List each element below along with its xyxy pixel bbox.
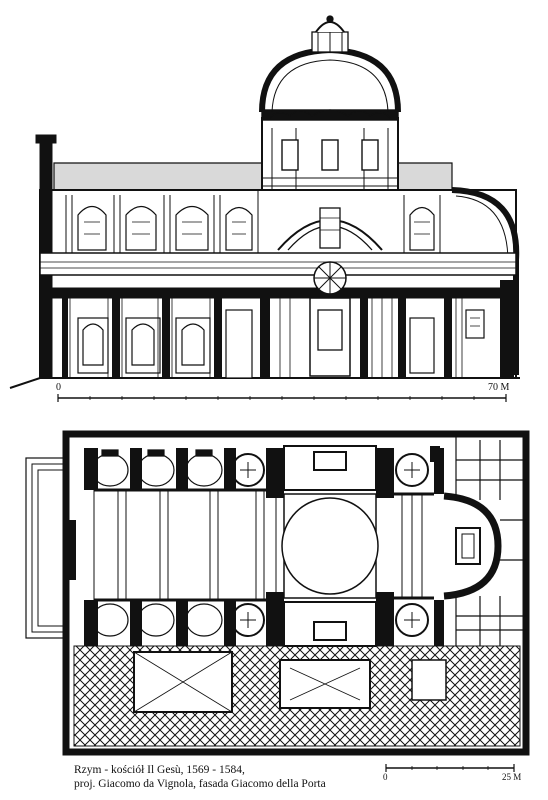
- lower-chapels: [77, 309, 485, 379]
- upper-pilasters: [65, 190, 441, 253]
- lower-columns: [62, 280, 514, 378]
- lower-cornice: [39, 287, 517, 299]
- nave-floor: [93, 489, 277, 601]
- ground-line: [9, 377, 520, 389]
- apse-plan: [443, 492, 502, 600]
- plan-scale-end: 25 M: [502, 772, 522, 782]
- section-scale-bar: [57, 394, 507, 402]
- longitudinal-section: [9, 15, 520, 389]
- clerestory-windows: [77, 205, 435, 251]
- crossing: [277, 207, 383, 377]
- plan-scale-start: 0: [383, 772, 388, 782]
- section-scale-start: 0: [56, 382, 61, 393]
- side-chapels-bottom: [91, 603, 265, 637]
- caption: Rzym - kościół Il Gesù, 1569 - 1584, pro…: [74, 763, 326, 791]
- transept-south: [283, 601, 377, 647]
- dome: [259, 46, 401, 113]
- main-entablature: [39, 252, 517, 276]
- plan-piers: [66, 448, 444, 646]
- nave-roof: [53, 162, 263, 191]
- section-scale-end: 70 M: [488, 382, 510, 393]
- choir-roof: [397, 162, 453, 191]
- lantern: [311, 15, 349, 53]
- service-wing: [455, 434, 526, 646]
- dome-circle: [281, 497, 379, 595]
- outer-wall: [62, 430, 530, 756]
- transept-north: [283, 445, 377, 491]
- dome-drum: [261, 109, 399, 191]
- plan-scale-bar: [385, 764, 515, 772]
- caption-line-2: proj. Giacomo da Vignola, fasada Giacomo…: [74, 778, 326, 790]
- caption-line-1: Rzym - kościół Il Gesù, 1569 - 1584,: [74, 764, 245, 776]
- ground-plan: [25, 430, 530, 756]
